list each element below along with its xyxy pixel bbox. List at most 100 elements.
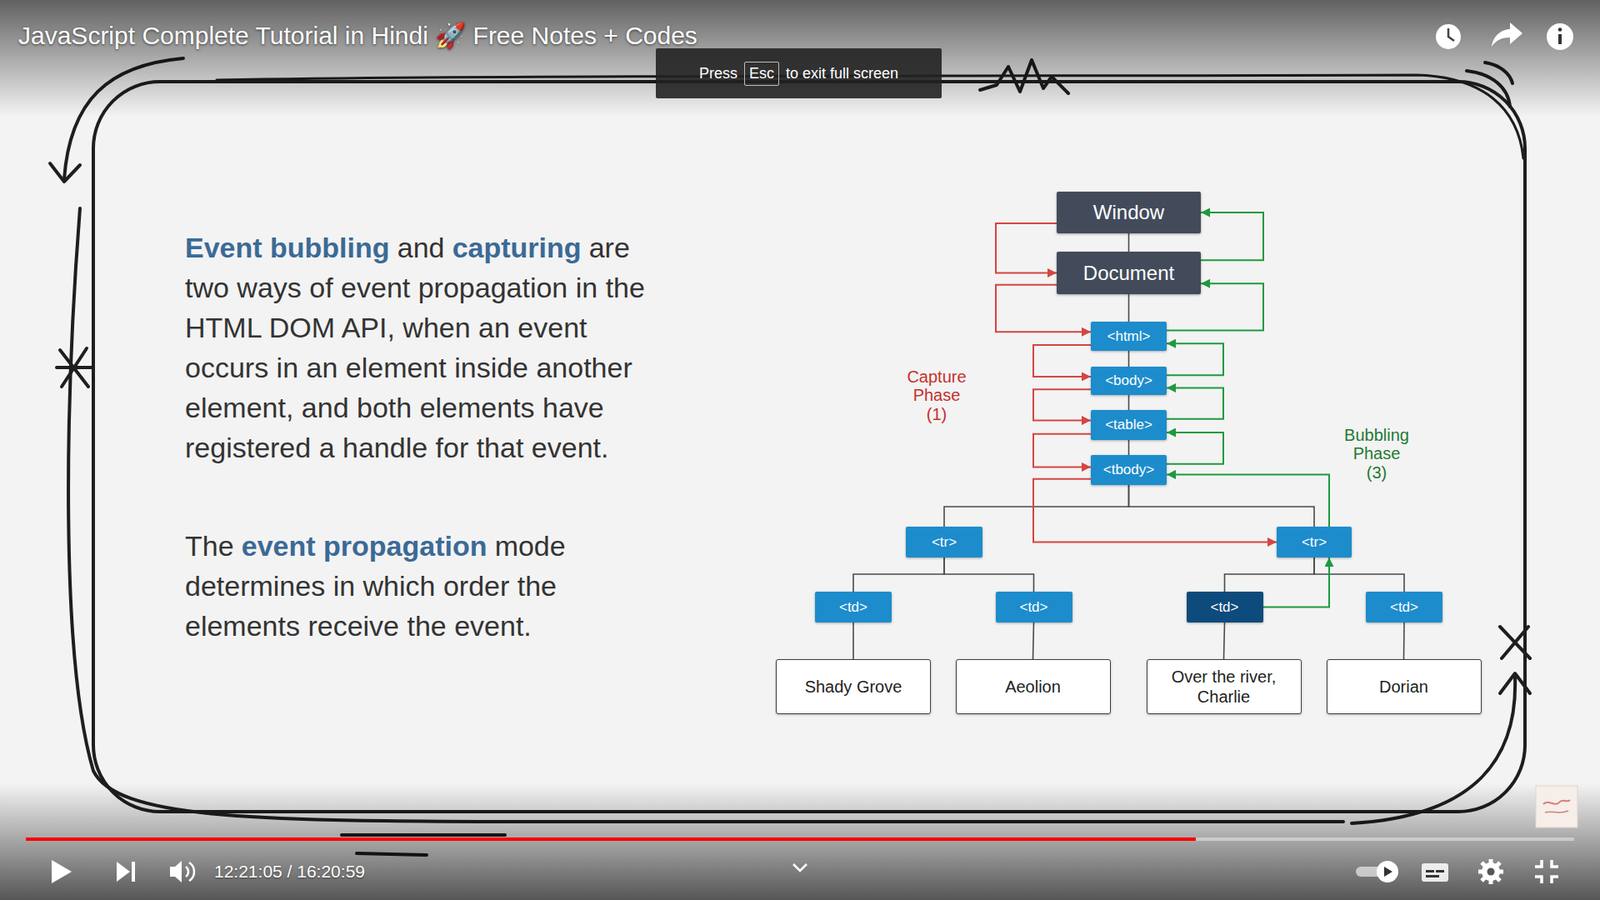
player-controls [1425, 875, 1440, 878]
capture-arrow [1033, 389, 1091, 420]
player-controls [1551, 860, 1559, 867]
player-controls [1551, 876, 1559, 884]
player-controls [1535, 876, 1542, 884]
capture-arrow [1033, 479, 1277, 543]
tree-line [1128, 440, 1130, 455]
tree-line [1224, 622, 1225, 660]
body-text: are two ways of event propagation in the… [185, 231, 645, 464]
top-icons [1435, 22, 1574, 50]
paragraph: Event bubblingandcapturingare two ways o… [185, 227, 669, 468]
element-box: <tbody> [1090, 455, 1167, 485]
tree-line [1314, 557, 1405, 592]
progress-bar [25, 837, 1575, 841]
capture-arrow [1033, 434, 1091, 468]
player-controls [1425, 870, 1435, 873]
tree-line [1128, 233, 1130, 252]
node-label: <table> [1105, 416, 1153, 434]
node-label: Window [1093, 200, 1165, 225]
element-box: <td> [995, 591, 1073, 623]
player-controls [1376, 860, 1399, 883]
node-label: <html> [1107, 328, 1151, 345]
bubbling-arrow [1263, 557, 1330, 608]
tree-line [1128, 350, 1130, 367]
node-label: <td> [1390, 599, 1419, 616]
element-box: <td> [815, 591, 892, 623]
paragraph: Theevent propagationmode determines in w… [185, 525, 652, 646]
tree-line [1403, 622, 1405, 660]
tree-line [853, 557, 945, 592]
top-icons [1491, 22, 1523, 47]
bottom-shade [0, 783, 1600, 900]
frame-sketch [50, 58, 1530, 855]
dom-object-box: Document [1056, 251, 1201, 295]
top-icons [1546, 23, 1574, 50]
capture-arrow [995, 223, 1057, 274]
phase-label: Capture Phase (1) [902, 367, 971, 424]
channel-logo [1545, 810, 1569, 813]
video-title: JavaScript Complete Tutorial in Hindi 🚀 … [18, 20, 698, 50]
body-text: The [185, 530, 235, 562]
top-icons [1558, 27, 1563, 32]
node-label: <tr> [1301, 534, 1327, 551]
node-label: Over the river, Charlie [1155, 666, 1294, 707]
player-controls [1478, 859, 1504, 885]
progress-bar [25, 837, 1196, 841]
player-controls [1435, 870, 1445, 873]
frame-sketch [1500, 673, 1530, 694]
tree-line [1225, 557, 1315, 592]
tree-line [852, 622, 855, 660]
node-label: <td> [839, 599, 868, 616]
node-label: Shady Grove [805, 676, 903, 697]
element-box: <td> [1365, 591, 1443, 623]
top-icons [1448, 28, 1455, 41]
key-term: capturing [452, 231, 582, 264]
bubbling-arrow [1166, 432, 1224, 465]
key-term: Event bubbling [185, 231, 390, 264]
hint-text: to exit full screen [785, 65, 899, 83]
target-element-box: <td> [1186, 591, 1264, 623]
top-shade [0, 0, 1600, 117]
bubbling-arrow [1166, 388, 1224, 420]
body-text: and [397, 231, 445, 264]
node-label: <td> [1019, 599, 1048, 616]
bubbling-arrow [1166, 343, 1224, 375]
player-controls [1481, 862, 1500, 881]
key-term: event propagation [241, 530, 488, 562]
tree-line [1128, 294, 1130, 322]
channel-logo [1543, 800, 1570, 805]
player-controls [793, 864, 807, 871]
top-icons [1435, 24, 1461, 50]
node-label: Aeolion [1005, 676, 1061, 697]
node-label: Document [1083, 261, 1175, 285]
tree-line [944, 485, 1130, 527]
node-label: <tbody> [1103, 461, 1155, 479]
cell-content-box: Over the river, Charlie [1146, 659, 1302, 715]
player-controls [1421, 863, 1449, 882]
channel-logo [1535, 785, 1578, 828]
cell-content-box: Dorian [1326, 659, 1482, 715]
hint-text: Press [699, 65, 738, 83]
element-box: <tr> [1276, 526, 1352, 558]
player-controls [185, 866, 189, 877]
bubbling-arrow [1166, 474, 1330, 527]
element-box: <tr> [905, 526, 983, 558]
player-controls [1535, 860, 1542, 867]
player-controls [51, 859, 1559, 885]
channel-logo [1535, 785, 1578, 828]
frame-sketch [50, 163, 80, 182]
time-display: 12:21:05 / 16:20:59 [214, 861, 365, 882]
tree-line [1129, 485, 1315, 527]
phase-label: Bubbling Phase (3) [1342, 425, 1411, 482]
node-label: <body> [1105, 372, 1153, 390]
bubbling-arrow [1200, 212, 1264, 260]
element-box: <html> [1090, 321, 1167, 351]
dom-object-box: Window [1056, 191, 1201, 234]
cell-content-box: Aeolion [955, 659, 1111, 715]
player-controls [1384, 866, 1393, 877]
frame-sketch [56, 348, 92, 387]
frame-sketch [68, 208, 1344, 822]
cell-content-box: Shady Grove [775, 659, 931, 715]
frame-sketch [93, 81, 1525, 812]
frame-sketch [1500, 626, 1530, 659]
top-icons [1558, 34, 1562, 45]
